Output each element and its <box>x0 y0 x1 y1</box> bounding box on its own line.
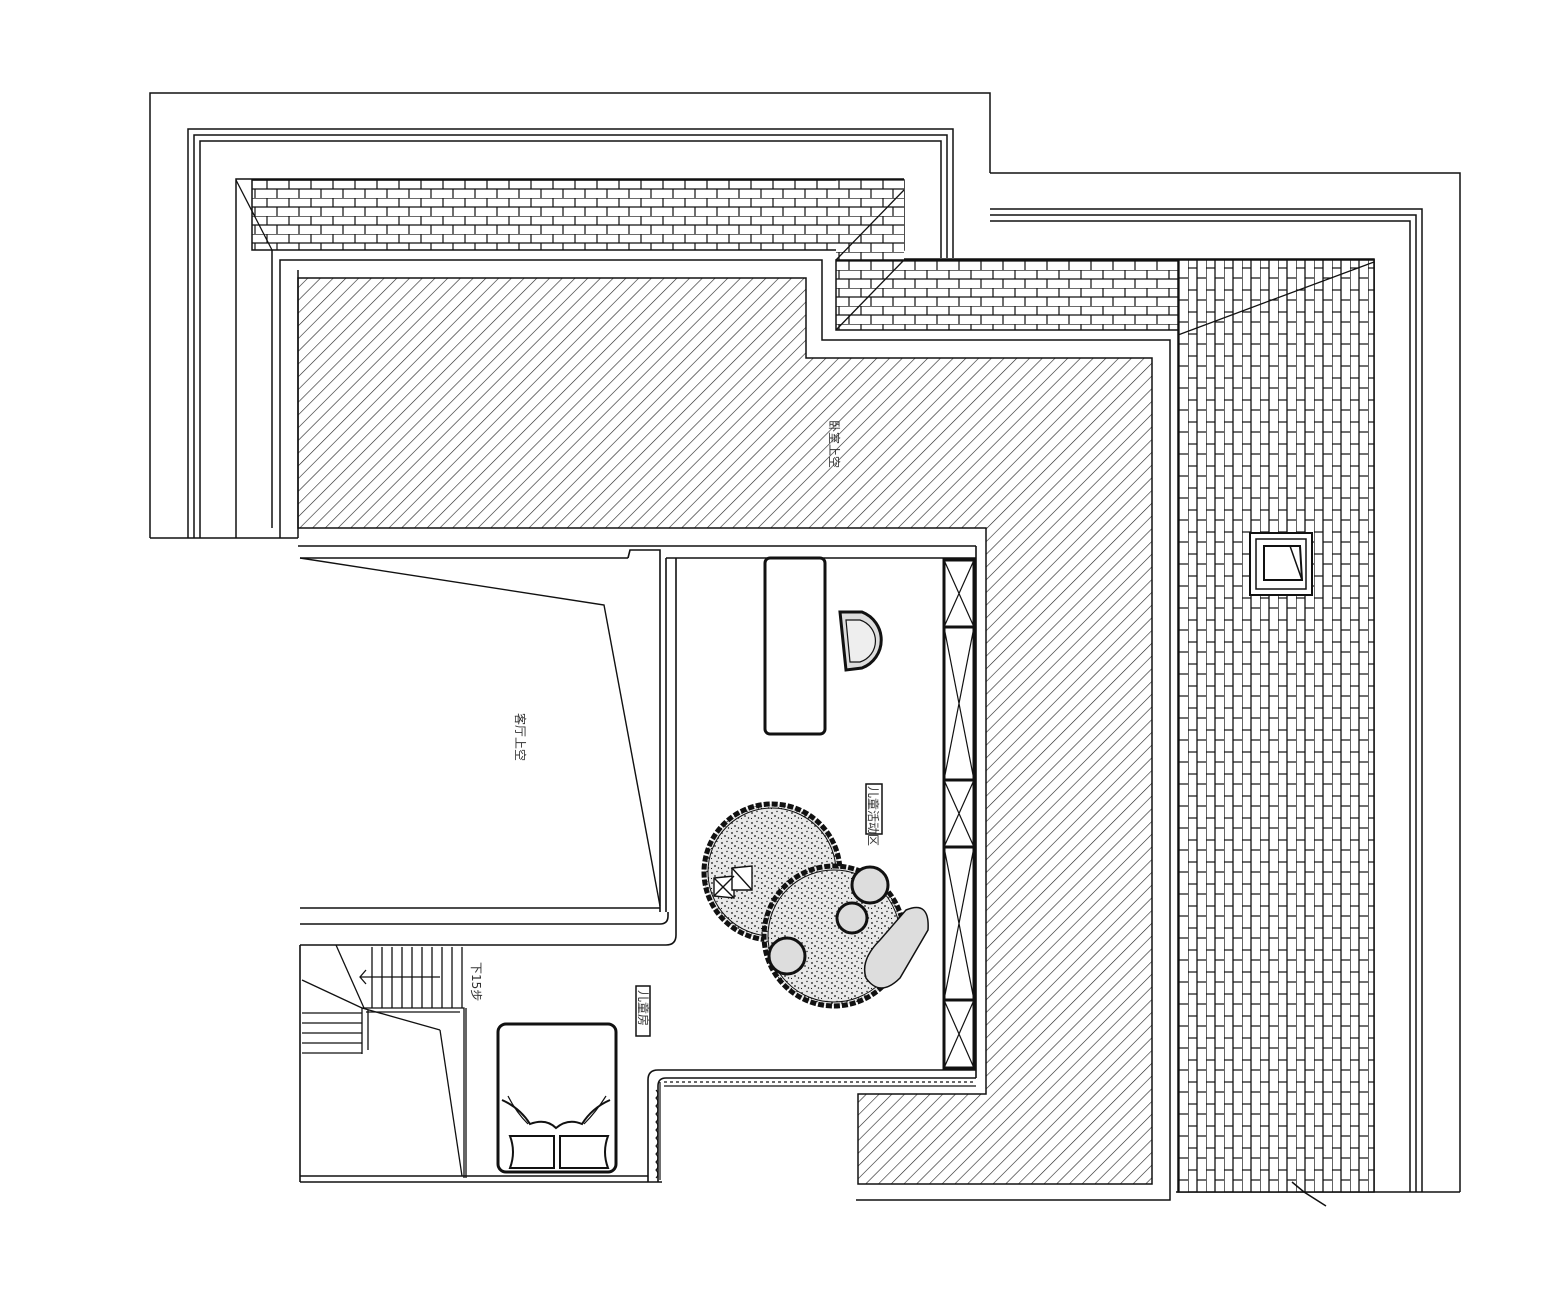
curtain-track <box>655 1081 976 1180</box>
toy-icon <box>713 865 753 899</box>
lounge-cushion <box>863 906 929 989</box>
chair-icon <box>838 610 883 672</box>
kids-room-tag: 儿童房 <box>635 985 651 1037</box>
kids-activity-tag: 儿童活动区 <box>865 783 883 846</box>
skylight-icon <box>1249 532 1313 596</box>
svg-text:儿童房: 儿童房 <box>636 990 651 1026</box>
open-void-label: 客厅上空 <box>513 713 528 761</box>
svg-text:儿童活动区: 儿童活动区 <box>866 786 881 846</box>
open-void <box>299 557 661 907</box>
seat-pouf <box>767 865 890 976</box>
desk <box>763 556 827 736</box>
interior-walls <box>298 545 977 1183</box>
marker-arrow <box>1291 1181 1327 1207</box>
bed <box>496 1022 618 1174</box>
faint-roof-label: 卧室上空 <box>827 420 842 468</box>
stair-direction-label: 下15步 <box>469 962 483 1001</box>
wardrobe-shelf <box>942 558 976 1070</box>
roof-surface-hatch <box>297 277 1153 1185</box>
staircase <box>301 944 467 1178</box>
roof-tiles <box>235 179 1375 1193</box>
svg-text:卧室上空: 卧室上空 <box>827 420 842 468</box>
